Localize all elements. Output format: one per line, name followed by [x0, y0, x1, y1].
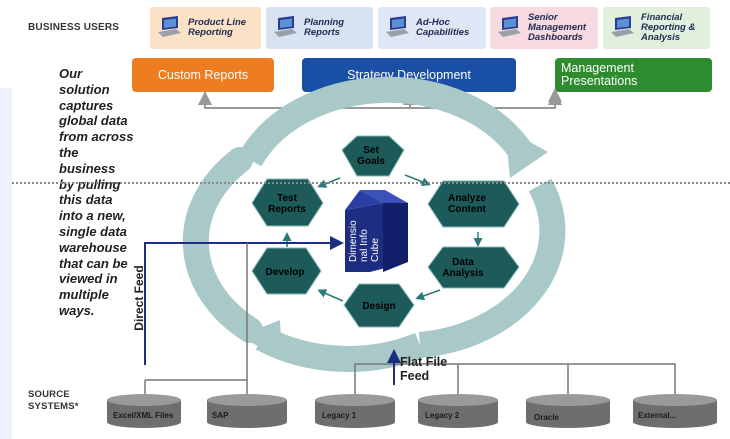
hexagon-develop[interactable]: Develop	[251, 247, 322, 295]
business-users-label: BUSINESS USERS	[28, 22, 120, 33]
source-label: SAP	[212, 411, 229, 420]
user-card-product-line-reporting[interactable]: Product Line Reporting	[150, 7, 261, 49]
source-label: Legacy 1	[322, 411, 357, 420]
source-system-external[interactable]	[633, 394, 717, 428]
laptop-icon	[386, 16, 409, 37]
source-connectors	[144, 243, 676, 395]
laptop-icon	[611, 16, 634, 37]
hexagon-design[interactable]: Design	[343, 283, 415, 328]
custom-reports-bar[interactable]: Custom Reports	[132, 58, 274, 92]
left-side-strip	[0, 88, 12, 439]
direct-feed-line	[144, 236, 344, 365]
user-card-financial-reporting-analysis[interactable]: Financial Reporting & Analysis	[603, 7, 710, 49]
user-card-label: Senior Management Dashboards	[528, 12, 587, 43]
user-card-label: Product Line Reporting	[188, 17, 247, 38]
source-label: Excel/XML Files	[113, 411, 174, 420]
source-label: Legacy 2	[425, 411, 460, 420]
user-card-planning-reports[interactable]: Planning Reports	[266, 7, 373, 49]
dotted-separator	[12, 182, 730, 184]
source-label: External...	[638, 411, 677, 420]
direct-feed-label: Direct Feed	[132, 265, 146, 331]
laptop-icon	[274, 16, 297, 37]
source-label: Oracle	[534, 413, 559, 422]
flat-file-feed-label: Flat File Feed	[400, 355, 448, 383]
management-presentations-bar[interactable]: Management Presentations	[555, 58, 712, 92]
source-system-legacy-2[interactable]	[418, 394, 498, 428]
user-card-senior-management-dashboards[interactable]: Senior Management Dashboards	[490, 7, 598, 49]
develop-label: Develop	[266, 267, 305, 278]
design-label: Design	[362, 301, 395, 312]
laptop-icon	[498, 16, 521, 37]
user-card-ad-hoc-capabilities[interactable]: Ad-Hoc Capabilities	[378, 7, 486, 49]
cycle-ring	[182, 76, 566, 372]
dimensional-info-cube[interactable]: Dimensio nal InfoCube	[345, 190, 408, 272]
source-system-excel-xml-files[interactable]	[107, 394, 181, 428]
laptop-icon	[158, 16, 181, 37]
source-system-sap[interactable]	[207, 394, 287, 428]
user-card-label: Financial Reporting & Analysis	[641, 12, 696, 43]
source-systems-label: SOURCE SYSTEMS*	[28, 389, 79, 412]
user-card-label: Planning Reports	[304, 17, 345, 38]
ring-arrow-head	[240, 320, 282, 360]
user-card-label: Ad-Hoc Capabilities	[416, 17, 470, 38]
cycle-inner-arrows	[282, 174, 483, 302]
cube-label: Dimensio nal InfoCube	[348, 218, 381, 262]
solution-description: Our solution captures global data from a…	[59, 66, 134, 318]
source-system-legacy-1[interactable]	[315, 394, 395, 428]
ring-arrow-head	[505, 128, 548, 178]
source-system-oracle[interactable]	[526, 394, 610, 428]
